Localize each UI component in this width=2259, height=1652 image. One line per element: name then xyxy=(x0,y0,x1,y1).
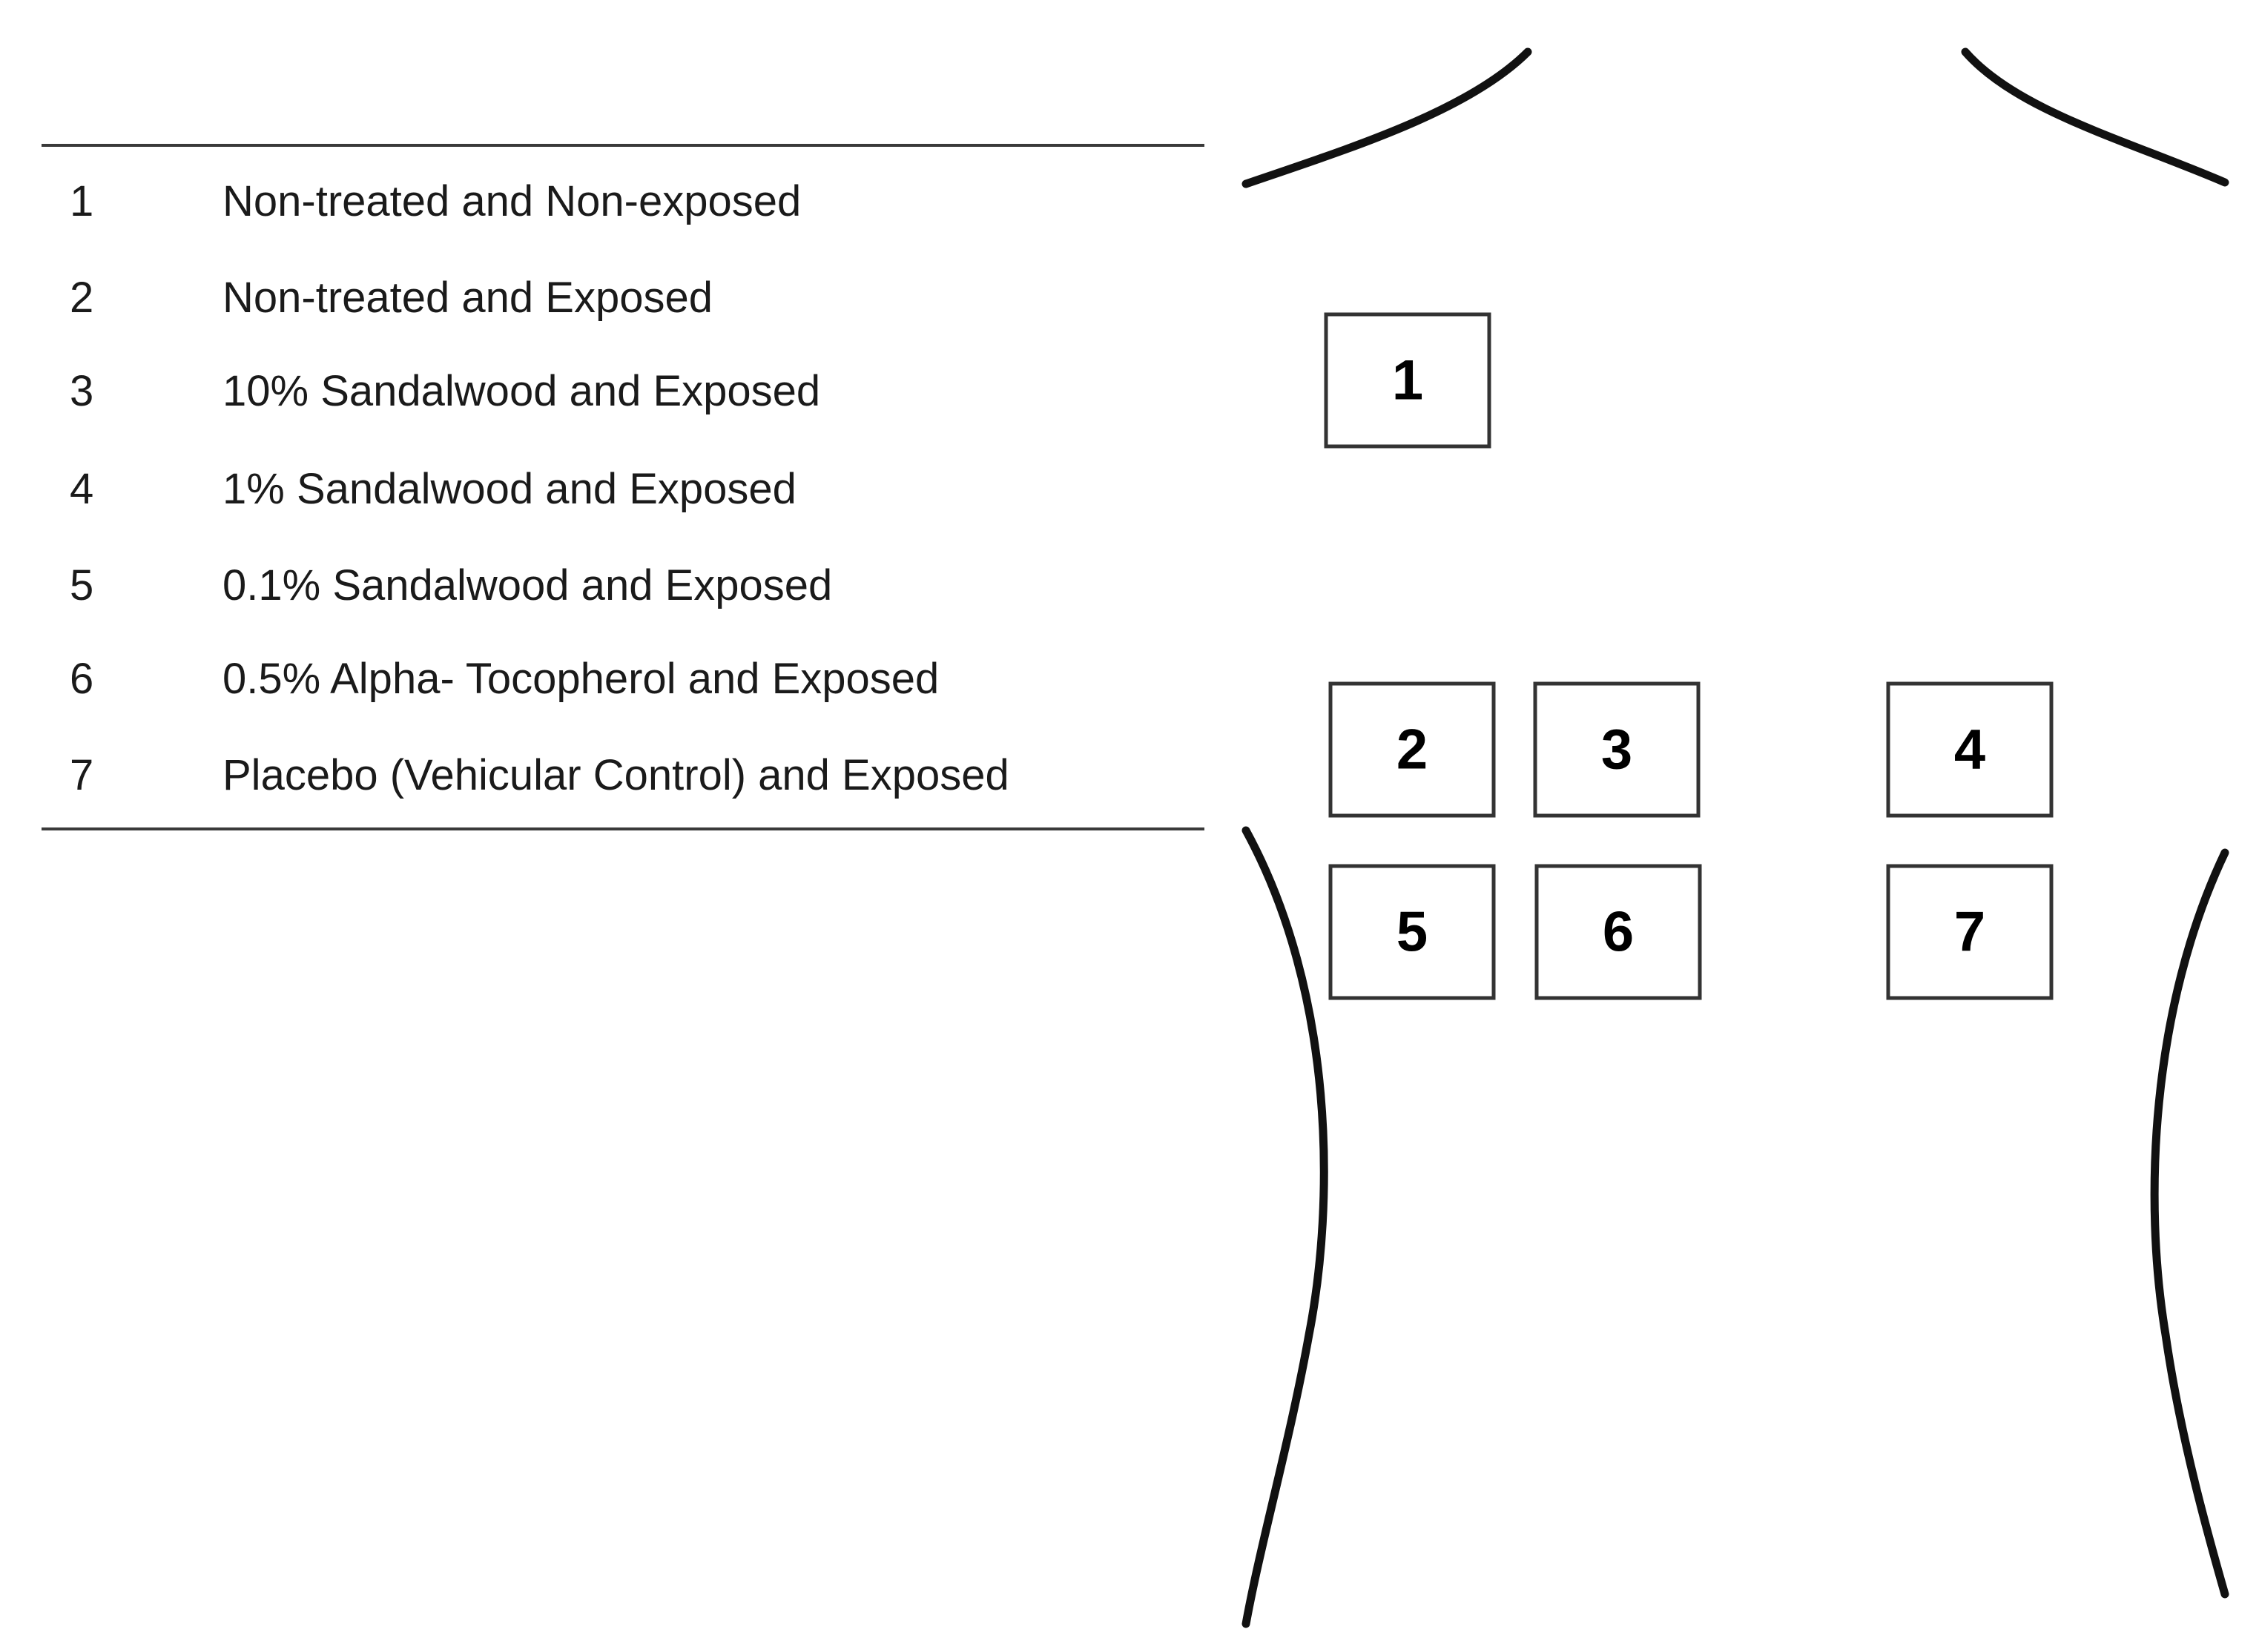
legend-label: 0.5% Alpha- Tocopherol and Exposed xyxy=(222,655,940,703)
right-shoulder-outline xyxy=(1961,47,2229,187)
left-torso-outline xyxy=(1241,826,1328,1628)
application-site-3: 3 xyxy=(1533,681,1701,818)
right-torso-outline xyxy=(2150,848,2229,1599)
application-site-4: 4 xyxy=(1886,681,2054,818)
site-label: 6 xyxy=(1603,901,1634,964)
site-label: 7 xyxy=(1954,901,1985,964)
application-site-7: 7 xyxy=(1886,864,2054,1000)
legend-row-5: 5 0.1% Sandalwood and Exposed xyxy=(42,556,1204,615)
site-label: 1 xyxy=(1392,349,1423,412)
legend-row-7: 7 Placebo (Vehicular Control) and Expose… xyxy=(42,746,1204,805)
legend-label: Placebo (Vehicular Control) and Exposed xyxy=(222,751,1009,799)
site-label: 5 xyxy=(1396,901,1428,964)
legend-number: 1 xyxy=(70,177,94,225)
legend-row-4: 4 1% Sandalwood and Exposed xyxy=(42,460,1204,519)
site-label: 2 xyxy=(1396,718,1428,782)
back-torso-diagram: 1 2 3 4 5 6 7 xyxy=(1241,47,2229,1628)
legend-number: 4 xyxy=(70,465,94,513)
legend-label: Non-treated and Non-exposed xyxy=(222,177,802,225)
legend-label: 0.1% Sandalwood and Exposed xyxy=(222,561,833,609)
legend-label: Non-treated and Exposed xyxy=(222,274,713,322)
legend-number: 2 xyxy=(70,274,94,322)
legend-number: 7 xyxy=(70,751,94,799)
legend-number: 3 xyxy=(70,367,94,415)
legend-row-2: 2 Non-treated and Exposed xyxy=(42,268,1204,328)
legend-label: 1% Sandalwood and Exposed xyxy=(222,465,797,513)
legend-label: 10% Sandalwood and Exposed xyxy=(222,367,821,415)
legend-number: 6 xyxy=(70,655,94,703)
left-shoulder-outline xyxy=(1241,47,1532,188)
application-site-5: 5 xyxy=(1328,864,1496,1000)
legend-row-3: 3 10% Sandalwood and Exposed xyxy=(42,362,1204,421)
application-site-1: 1 xyxy=(1324,312,1491,449)
legend-number: 5 xyxy=(70,561,94,609)
application-site-2: 2 xyxy=(1328,681,1496,818)
treatment-legend-table: 1 Non-treated and Non-exposed 2 Non-trea… xyxy=(42,144,1204,830)
application-site-6: 6 xyxy=(1534,864,1702,1000)
legend-row-1: 1 Non-treated and Non-exposed xyxy=(42,172,1204,231)
site-label: 4 xyxy=(1954,718,1985,782)
legend-row-6: 6 0.5% Alpha- Tocopherol and Exposed xyxy=(42,650,1204,709)
site-label: 3 xyxy=(1601,718,1632,782)
